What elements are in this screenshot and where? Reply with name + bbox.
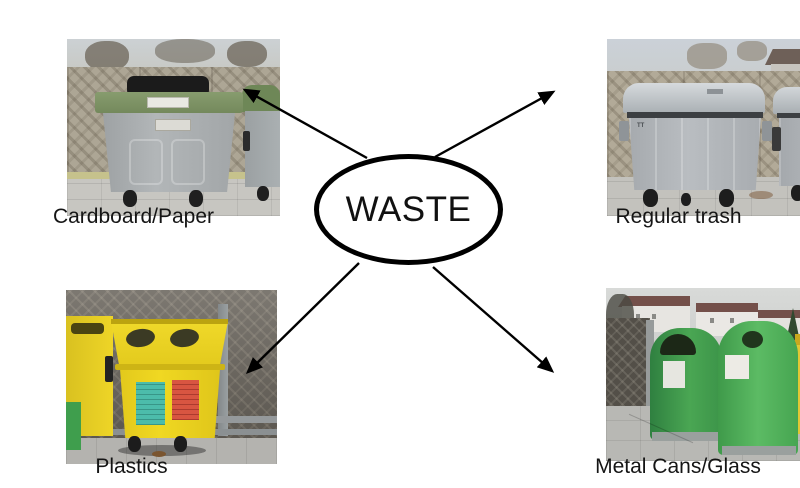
caster-wheel xyxy=(123,190,137,207)
tree xyxy=(687,43,727,69)
second-bin-metal-lid xyxy=(773,87,800,114)
house-roof xyxy=(696,303,758,312)
arrow-waste-to-metal-glass xyxy=(432,266,555,373)
body-ledge xyxy=(115,364,225,370)
bin-logo-text: TT xyxy=(637,123,645,129)
metal-post xyxy=(218,304,228,436)
window xyxy=(730,318,734,323)
body-sticker xyxy=(155,119,191,131)
ground-stain xyxy=(749,191,773,199)
house-roof xyxy=(758,310,800,318)
tree xyxy=(155,39,215,63)
window xyxy=(710,318,714,323)
caster-wheel xyxy=(681,193,691,206)
teal-info-sticker xyxy=(136,382,165,425)
regular-trash-label: Regular trash xyxy=(615,205,742,228)
side-handle xyxy=(762,121,772,141)
second-bin-body xyxy=(245,111,280,187)
left-bin-slot xyxy=(71,323,104,334)
hopper-rim xyxy=(111,319,228,324)
house xyxy=(771,64,800,75)
caster-wheel xyxy=(128,436,141,452)
window xyxy=(636,314,640,319)
lid-latch xyxy=(707,89,723,94)
green-bin-corner xyxy=(66,402,81,450)
regular-trash-photo: TT TT xyxy=(607,39,800,216)
red-info-sticker xyxy=(172,380,199,420)
igloo-opening xyxy=(660,334,696,355)
igloo-base xyxy=(722,446,796,455)
second-bin-handle xyxy=(243,131,250,151)
igloo-round-hole xyxy=(742,331,763,348)
caster-wheel xyxy=(719,189,734,207)
pavement xyxy=(66,438,277,464)
cardboard-paper-label: Cardboard/Paper xyxy=(52,205,215,228)
plastics-label: Plastics xyxy=(95,455,168,478)
house-roof xyxy=(765,49,800,65)
arrow-waste-to-regular-trash xyxy=(434,90,556,159)
igloo-base xyxy=(652,432,722,441)
window xyxy=(652,314,656,319)
second-bin-handle xyxy=(772,127,781,151)
body-emboss xyxy=(171,139,205,185)
lid-sticker xyxy=(147,97,189,108)
second-bin-gap xyxy=(777,113,800,118)
metal-cans-glass-photo xyxy=(606,288,800,461)
tree xyxy=(737,41,767,61)
dark-lattice-panel xyxy=(606,318,650,412)
second-bin-body xyxy=(779,118,800,186)
arrow-waste-to-plastics xyxy=(245,262,360,375)
tree xyxy=(227,41,267,67)
yellow-dumpster-lid xyxy=(795,334,800,345)
metal-cans-glass-label: Metal Cans/Glass xyxy=(595,455,761,478)
side-handle xyxy=(619,121,629,141)
caster-wheel xyxy=(189,190,203,207)
left-bin-clamp xyxy=(105,356,113,382)
house-roof xyxy=(618,296,690,307)
ground-shadow xyxy=(118,445,206,456)
plastics-photo xyxy=(66,290,277,464)
second-bin-wheel xyxy=(257,186,269,201)
cardboard-paper-photo xyxy=(67,39,280,216)
second-bin-wheel xyxy=(791,185,800,201)
leaf-debris xyxy=(152,451,166,457)
body-emboss xyxy=(129,139,163,185)
igloo-label xyxy=(663,361,685,388)
igloo-label xyxy=(725,355,749,379)
lid-gap xyxy=(627,112,763,118)
arrow-waste-to-cardboard xyxy=(242,88,368,160)
dumpster-body xyxy=(629,118,761,190)
metal-rail xyxy=(162,416,277,423)
tree xyxy=(85,41,129,71)
caster-wheel xyxy=(643,189,658,207)
paper-slot-insert xyxy=(127,76,209,97)
waste-center-node: WASTE xyxy=(314,154,503,265)
metal-dome-lid xyxy=(623,83,765,113)
caster-wheel xyxy=(174,436,187,452)
waste-center-label: WASTE xyxy=(345,189,472,229)
